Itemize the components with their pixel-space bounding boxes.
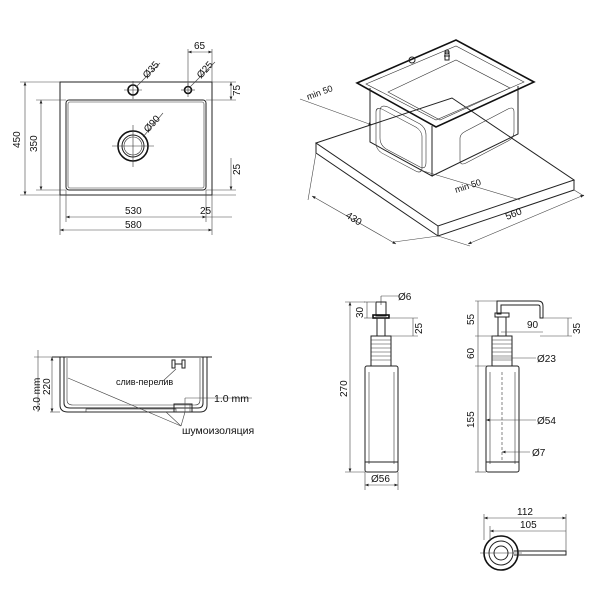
- dim-65-label: 65: [194, 41, 206, 52]
- dim-25-label: 25: [414, 322, 425, 334]
- dim-3mm-label: 3.0 mm: [32, 378, 43, 411]
- sink-bowl-walls: [369, 88, 433, 177]
- dim-270-label: 270: [339, 380, 350, 397]
- dim-25-right-label: 25: [232, 163, 243, 175]
- sink-bowl-outline: [65, 99, 207, 191]
- dim-580-label: 580: [125, 220, 142, 231]
- dispenser-spout: [496, 300, 544, 319]
- dim-220-label: 220: [42, 378, 53, 395]
- dim-35-label: 35: [572, 322, 583, 334]
- dia-7-label: Ø7: [532, 448, 546, 459]
- dim-530-label: 530: [125, 206, 142, 217]
- dim-75-label: 75: [232, 84, 243, 96]
- dim-350-label: 350: [29, 135, 40, 152]
- dim-430-label: 430: [343, 210, 363, 228]
- dim-90-label: 90: [527, 320, 539, 331]
- sink-top-view: Ø35 Ø25 Ø90 65 75 25 450 350 530: [12, 41, 243, 235]
- dim-155-label: 155: [466, 411, 477, 428]
- insulation-label: шумоизоляция: [182, 425, 254, 437]
- dispenser-side-bottle: [485, 365, 520, 473]
- dia-54-label: Ø54: [537, 416, 556, 427]
- sink-isometric-view: min 50 min 50 430 560: [299, 39, 585, 247]
- dia-25-label: Ø25: [195, 59, 216, 81]
- dim-560-label: 560: [504, 206, 524, 223]
- overflow-fitting: [171, 359, 186, 369]
- dispenser-top-view: 112 105: [480, 507, 567, 571]
- dispenser-front-view: Ø6 30 25 270 Ø56: [339, 292, 425, 490]
- dispenser-threaded-neck: [370, 335, 392, 367]
- sink-bowl-inner-outline: [67, 101, 205, 189]
- dim-30-label: 30: [355, 306, 366, 318]
- dia-23-label: Ø23: [537, 354, 556, 365]
- sink-section-view: 3.0 mm 220 слив-перелив 1.0 mm шумоизоля…: [32, 350, 254, 437]
- dim-25-bottom-label: 25: [200, 206, 212, 217]
- dim-55-label: 55: [466, 313, 477, 325]
- dim-450-label: 450: [12, 131, 23, 148]
- sink-outer-outline: [59, 81, 213, 196]
- dim-60-label: 60: [466, 347, 477, 359]
- countertop-slab-top: [314, 97, 576, 227]
- overflow-label: слив-перелив: [116, 377, 173, 387]
- min-50-left-label: min 50: [305, 83, 334, 102]
- dia-35-label: Ø35: [141, 59, 162, 81]
- dim-1mm-label: 1.0 mm: [214, 393, 249, 405]
- dispenser-side-view: 55 90 35 60 Ø23 155 Ø54 Ø7: [466, 300, 583, 473]
- dim-105-label: 105: [520, 520, 537, 531]
- drain-outlet: [112, 125, 154, 167]
- dia-6-label: Ø6: [398, 292, 412, 303]
- min-50-right-label: min 50: [454, 177, 483, 195]
- dispenser-side-threaded-neck: [491, 335, 513, 367]
- tap-hole-35: [124, 81, 142, 99]
- dispenser-bottle: [364, 365, 399, 473]
- dim-112-label: 112: [517, 507, 533, 518]
- insulation-pad-left: [375, 107, 423, 173]
- dia-56-label: Ø56: [371, 474, 390, 485]
- sink-rim: [355, 39, 536, 128]
